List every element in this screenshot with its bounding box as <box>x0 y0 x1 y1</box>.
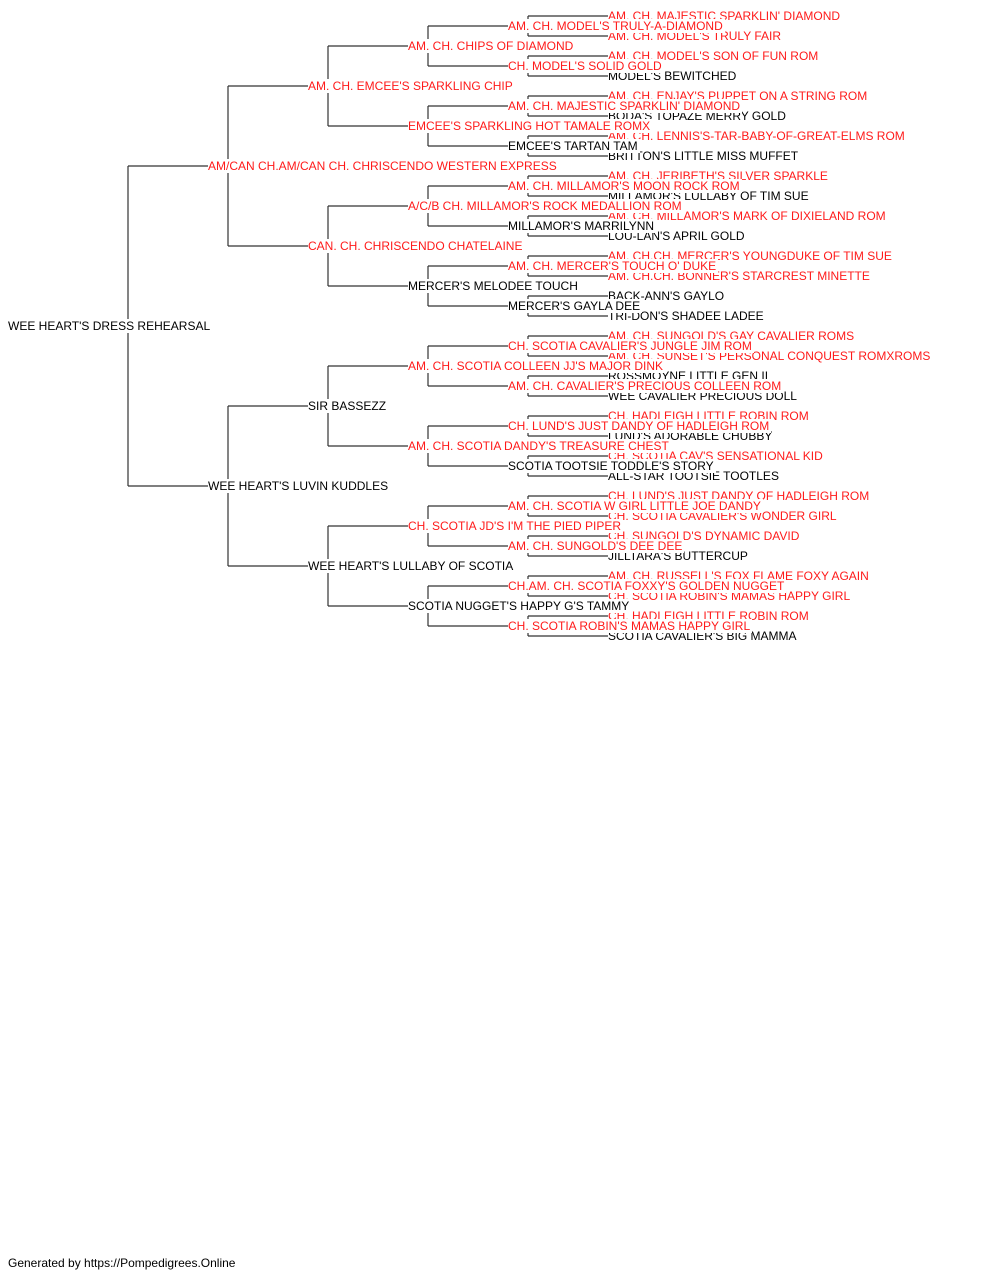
ancestor-sire-gen2: SIR BASSEZZ <box>308 399 389 413</box>
ancestor-dam-gen4: AM. CH. CAVALIER'S PRECIOUS COLLEEN ROM <box>508 379 784 393</box>
ancestor-subject-gen0: WEE HEART'S DRESS REHEARSAL <box>8 319 213 333</box>
ancestor-sire-gen3: AM. CH. CHIPS OF DIAMOND <box>408 39 576 53</box>
ancestor-sire-gen3: AM. CH. SCOTIA COLLEEN JJ'S MAJOR DINK <box>408 359 665 373</box>
ancestor-dam-gen5: TRI-DON'S SHADEE LADEE <box>608 309 766 323</box>
ancestor-sire-gen5: AM. CH. LENNIS'S-TAR-BABY-OF-GREAT-ELMS … <box>608 129 907 143</box>
ancestor-dam-gen4: AM. CH. SUNGOLD'S DEE DEE <box>508 539 685 553</box>
ancestor-dam-gen4: MILLAMOR'S MARRILYNN <box>508 219 657 233</box>
ancestor-sire-gen4: AM. CH. SCOTIA W GIRL LITTLE JOE DANDY <box>508 499 763 513</box>
ancestor-sire-gen4: AM. CH. MODEL'S TRULY-A-DIAMOND <box>508 19 725 33</box>
generated-by-footer: Generated by https://Pompedigrees.Online <box>8 1256 236 1270</box>
ancestor-sire-gen2: AM. CH. EMCEE'S SPARKLING CHIP <box>308 79 515 93</box>
ancestor-dam-gen3: SCOTIA NUGGET'S HAPPY G'S TAMMY <box>408 599 632 613</box>
ancestor-sire-gen4: AM. CH. MERCER'S TOUCH O' DUKE <box>508 259 719 273</box>
ancestor-sire-gen4: AM. CH. MAJESTIC SPARKLIN' DIAMOND <box>508 99 743 113</box>
ancestor-dam-gen5: BRITTON'S LITTLE MISS MUFFET <box>608 149 801 163</box>
ancestor-dam-gen4: CH. MODEL'S SOLID GOLD <box>508 59 664 73</box>
ancestor-sire-gen4: CH. SCOTIA CAVALIER'S JUNGLE JIM ROM <box>508 339 754 353</box>
ancestor-sire-gen3: CH. SCOTIA JD'S I'M THE PIED PIPER <box>408 519 624 533</box>
ancestor-dam-gen3: MERCER'S MELODEE TOUCH <box>408 279 580 293</box>
ancestor-dam-gen2: WEE HEART'S LULLABY OF SCOTIA <box>308 559 516 573</box>
ancestor-dam-gen1: WEE HEART'S LUVIN KUDDLES <box>208 479 391 493</box>
ancestor-sire-gen4: CH.AM. CH. SCOTIA FOXXY'S GOLDEN NUGGET <box>508 579 787 593</box>
ancestor-sire-gen3: A/C/B CH. MILLAMOR'S ROCK MEDALLION ROM <box>408 199 684 213</box>
ancestor-dam-gen2: CAN. CH. CHRISCENDO CHATELAINE <box>308 239 525 253</box>
ancestor-dam-gen4: SCOTIA TOOTSIE TODDLE'S STORY <box>508 459 716 473</box>
ancestor-dam-gen4: CH. SCOTIA ROBIN'S MAMAS HAPPY GIRL <box>508 619 753 633</box>
ancestor-dam-gen3: EMCEE'S SPARKLING HOT TAMALE ROMX <box>408 119 653 133</box>
ancestor-dam-gen3: AM. CH. SCOTIA DANDY'S TREASURE CHEST <box>408 439 671 453</box>
ancestor-sire-gen1: AM/CAN CH.AM/CAN CH. CHRISCENDO WESTERN … <box>208 159 559 173</box>
ancestor-sire-gen4: CH. LUND'S JUST DANDY OF HADLEIGH ROM <box>508 419 772 433</box>
ancestor-dam-gen4: EMCEE'S TARTAN TAM <box>508 139 640 153</box>
ancestor-dam-gen4: MERCER'S GAYLA DEE <box>508 299 643 313</box>
ancestor-sire-gen4: AM. CH. MILLAMOR'S MOON ROCK ROM <box>508 179 742 193</box>
